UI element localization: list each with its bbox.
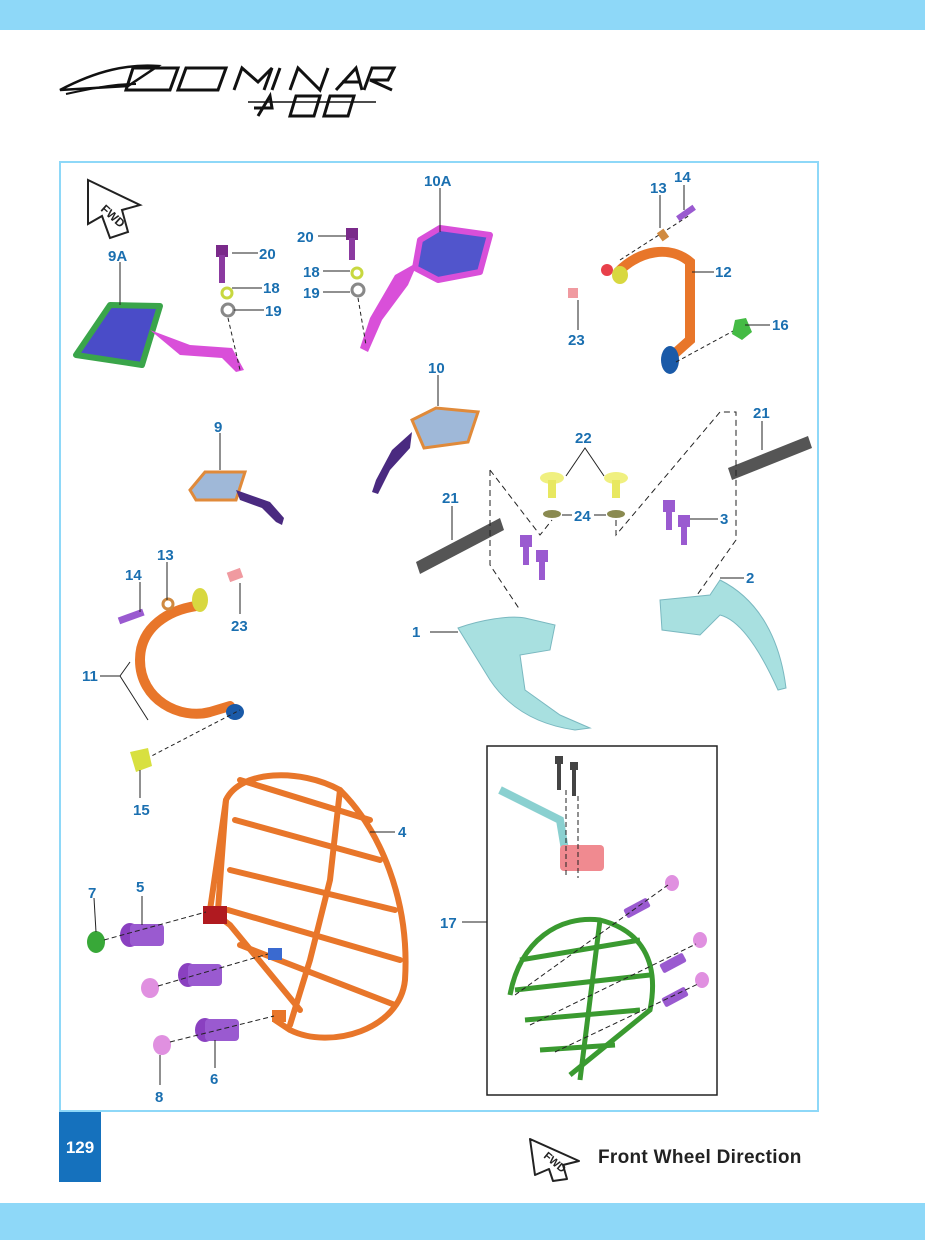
legend-text: Front Wheel Direction [598,1147,802,1168]
callout-1: 1 [412,624,420,641]
callout-17: 17 [440,915,457,932]
callout-12: 12 [715,264,732,281]
callout-16: 16 [772,317,789,334]
callout-20-left: 20 [259,246,276,263]
callout-21-left: 21 [442,490,459,507]
callout-7: 7 [88,885,96,902]
callout-5: 5 [136,879,144,896]
callout-2: 2 [746,570,754,587]
bolt-20-left [216,245,228,257]
bottom-band [0,1203,925,1240]
callout-6: 6 [210,1071,218,1088]
washer-19-left [220,302,236,318]
callout-10: 10 [428,360,445,377]
callout-18-right: 18 [303,264,320,281]
callout-9a: 9A [108,248,127,265]
top-band [0,0,925,30]
mirror-10 [372,406,481,494]
callout-24: 24 [574,508,591,525]
nut-16 [732,318,752,340]
callout-11: 11 [82,668,98,685]
callout-21-right: 21 [753,405,770,422]
fwd-arrow-icon: FWD [87,178,143,240]
dominar-400-logo [59,64,397,118]
callout-10a: 10A [424,173,452,190]
callout-18-left: 18 [263,280,280,297]
washer-18-left [220,286,234,300]
mirror-10a [360,225,493,352]
hand-guard-2 [659,579,787,691]
inset-carrier-17 [498,756,709,1081]
callout-14-left: 14 [125,567,142,584]
callout-23-left: 23 [231,618,248,635]
hand-guard-1 [457,616,592,731]
callout-20-right: 20 [297,229,314,246]
bracket-12 [601,214,736,374]
callout-9: 9 [214,419,222,436]
bolt-22-left [540,472,564,484]
fwd-legend-arrow-icon: FWD [529,1138,580,1182]
callout-3: 3 [720,511,728,528]
callout-22: 22 [575,430,592,447]
bracket-11 [134,588,244,763]
page-number-badge: 129 [59,1112,101,1182]
callout-19-left: 19 [265,303,282,320]
callout-13-left: 13 [157,547,174,564]
parts-diagram-frame [59,161,819,1112]
callout-8: 8 [155,1089,163,1106]
strip-21-right [728,436,812,480]
nut-15 [130,748,152,772]
callout-14-right: 14 [674,169,691,186]
mirror-9a [73,302,244,372]
cap-8 [153,1035,171,1055]
callout-23-right: 23 [568,332,585,349]
bolt-22-right [604,472,628,484]
strip-21-left [416,518,504,574]
callout-4: 4 [398,824,407,841]
callout-13-right: 13 [650,180,667,197]
luggage-carrier-4 [206,772,409,1041]
mirror-9 [188,470,284,525]
callout-19-right: 19 [303,285,320,302]
cap-7 [87,931,105,953]
callout-15: 15 [133,802,150,819]
